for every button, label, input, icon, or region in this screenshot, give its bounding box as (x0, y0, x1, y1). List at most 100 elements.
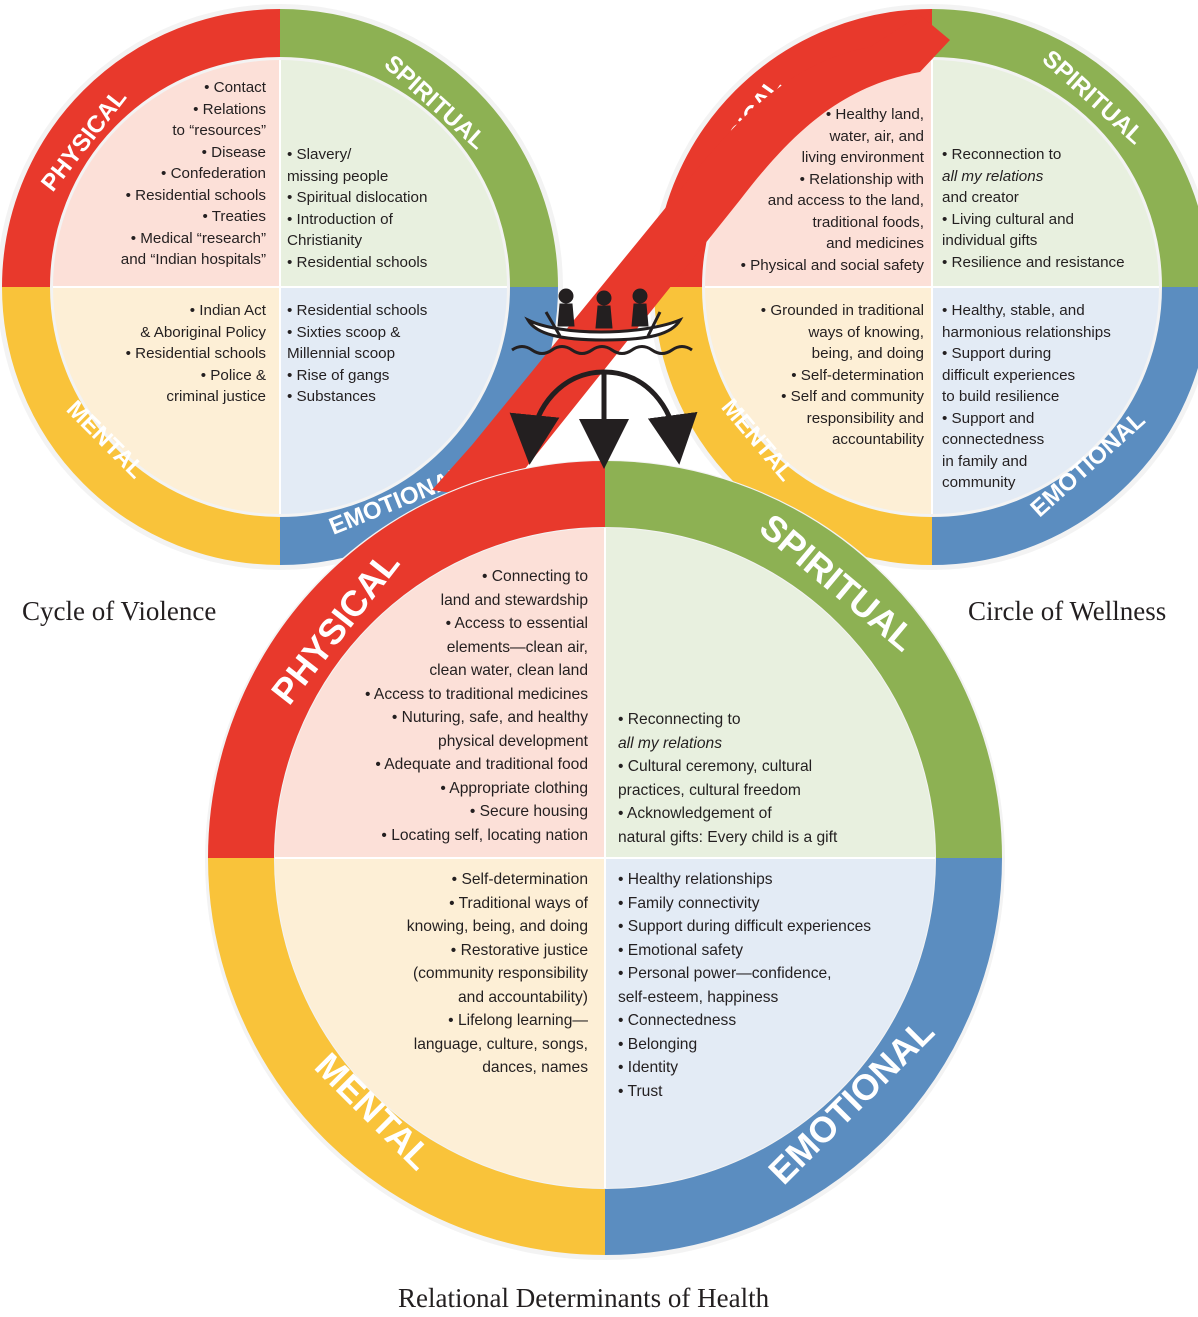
wellness-physical-quadrant (705, 60, 932, 287)
cycle-physical-arc (2, 9, 281, 288)
wellness-mental-arc (654, 286, 933, 565)
list-item-continuation: & Aboriginal Policy (140, 323, 266, 341)
list-item-continuation: and access to the land, (767, 192, 924, 209)
list-item-continuation: being, and doing (811, 345, 924, 362)
wellness-caption: Circle of Wellness (968, 596, 1167, 626)
wellness-mental-quadrant (705, 287, 932, 514)
list-item: • Self-determination (451, 871, 588, 888)
list-item-continuation: traditional foods, (812, 213, 924, 231)
list-item: • Treaties (202, 208, 266, 225)
list-item-continuation: language, culture, songs, (413, 1035, 588, 1053)
relational-mental-quadrant (275, 858, 605, 1188)
list-item: • Residential schools (125, 345, 266, 362)
list-item: • Slavery/ (287, 146, 352, 163)
relational-determinants-circle: PHYSICAL SPIRITUAL EMOTIONAL MENTAL (205, 460, 1005, 1260)
cycle-caption: Cycle of Violence (22, 596, 217, 626)
relational-spiritual-arc (604, 461, 1002, 859)
list-item-continuation: difficult experiences (942, 366, 1076, 384)
list-item-continuation: accountability (831, 431, 924, 448)
list-item: • Acknowledgement of (618, 805, 772, 822)
relational-emotional-arc (604, 857, 1002, 1255)
relational-spiritual-quadrant (605, 528, 935, 858)
list-item: • Spiritual dislocation (287, 189, 428, 206)
list-item: • Contact (204, 79, 266, 96)
wellness-emotional-arc (931, 286, 1198, 565)
list-item-continuation: clean water, clean land (429, 662, 588, 679)
list-item: • Introduction of (287, 210, 393, 228)
list-item: • Adequate and traditional food (375, 756, 588, 773)
list-item: • Secure housing (469, 803, 588, 820)
list-item-continuation: and “Indian hospitals” (120, 251, 266, 268)
list-item-continuation: and medicines (826, 235, 924, 252)
list-item-continuation: community (942, 474, 1016, 491)
list-item: • Restorative justice (450, 941, 588, 959)
list-item: • Trust (618, 1082, 663, 1100)
list-item: • Medical “research” (130, 229, 266, 247)
list-item: • Relationship with (799, 170, 924, 188)
list-item: • Support and (942, 409, 1035, 427)
list-item: • Reconnecting to (618, 711, 741, 728)
list-item: • Resilience and resistance (942, 253, 1125, 271)
list-item-continuation: individual gifts (942, 232, 1038, 249)
cycle-of-violence-circle: PHYSICAL SPIRITUAL EMOTIONAL MENTAL (0, 4, 563, 570)
list-item-continuation: and accountability) (457, 988, 588, 1006)
descending-arrows (509, 369, 698, 469)
list-item: • Identity (618, 1059, 679, 1076)
list-item: • Relations (193, 100, 266, 118)
list-item-continuation: responsibility and (806, 409, 924, 427)
list-item-continuation: missing people (287, 167, 389, 185)
cycle-spiritual-arc (279, 9, 558, 288)
list-item: • Nuturing, safe, and healthy (391, 709, 588, 726)
relational-emotional-quadrant (605, 858, 935, 1188)
list-item-continuation: self-esteem, happiness (618, 988, 779, 1006)
canoe-icon (511, 288, 693, 355)
cycle-spiritual-list: • Slavery/missing people • Spiritual disl… (287, 144, 477, 273)
list-item: • Connecting to (481, 568, 588, 585)
list-item: • Healthy, stable, and (942, 302, 1085, 319)
wellness-spiritual-arc (931, 9, 1198, 288)
list-item: • Emotional safety (618, 941, 744, 959)
relational-mental-arc (208, 857, 606, 1255)
list-item: • Substances (287, 388, 376, 405)
list-item-continuation: (community responsibility (412, 965, 588, 982)
list-item: • Self and community (781, 388, 924, 405)
list-item-continuation: all my relations (618, 734, 722, 752)
list-item-continuation: to “resources” (172, 122, 266, 139)
list-item: • Healthy land, (825, 106, 924, 123)
list-item: • Indian Act (189, 302, 266, 319)
arrow-right-icon (603, 369, 698, 465)
list-item: • Residential schools (287, 302, 428, 319)
list-item-continuation: in family and (942, 452, 1028, 470)
relational-physical-quadrant (275, 528, 605, 858)
list-item: • Physical and social safety (740, 256, 924, 274)
list-item: • Lifelong learning— (448, 1012, 588, 1029)
list-item: • Rise of gangs (287, 366, 390, 384)
list-item-continuation: all my relations (942, 167, 1044, 185)
relational-emotional-list: • Healthy relationships • Family connecti… (618, 868, 918, 1103)
arrow-left-icon (509, 369, 605, 465)
list-item: • Family connectivity (618, 894, 760, 912)
wellness-emotional-quadrant (932, 287, 1159, 514)
cycle-mental-quadrant (53, 287, 280, 514)
list-item-continuation: living environment (801, 149, 924, 166)
list-item-continuation: harmonious relationships (942, 323, 1111, 341)
list-item: • Grounded in traditional (760, 302, 924, 319)
relational-physical-arc (208, 461, 606, 859)
list-item: • Confederation (161, 165, 266, 182)
list-item: • Healthy relationships (618, 871, 773, 888)
cycle-spiritual-quadrant (280, 60, 507, 287)
list-item-continuation: to build resilience (942, 388, 1060, 405)
list-item: • Cultural ceremony, cultural (618, 758, 813, 775)
relational-mental-list: • Self-determination• Traditional ways o… (318, 868, 588, 1080)
list-item: • Support during (942, 345, 1052, 362)
wellness-spiritual-quadrant (932, 60, 1159, 287)
cycle-mental-list: • Indian Act & Aboriginal Policy • Residen… (100, 300, 266, 408)
list-item-continuation: natural gifts: Every child is a gift (618, 828, 838, 846)
relational-caption: Relational Determinants of Health (398, 1283, 770, 1313)
list-item-continuation: criminal justice (166, 388, 266, 405)
list-item: • Residential schools (125, 186, 266, 204)
cycle-mental-arc (2, 286, 281, 565)
